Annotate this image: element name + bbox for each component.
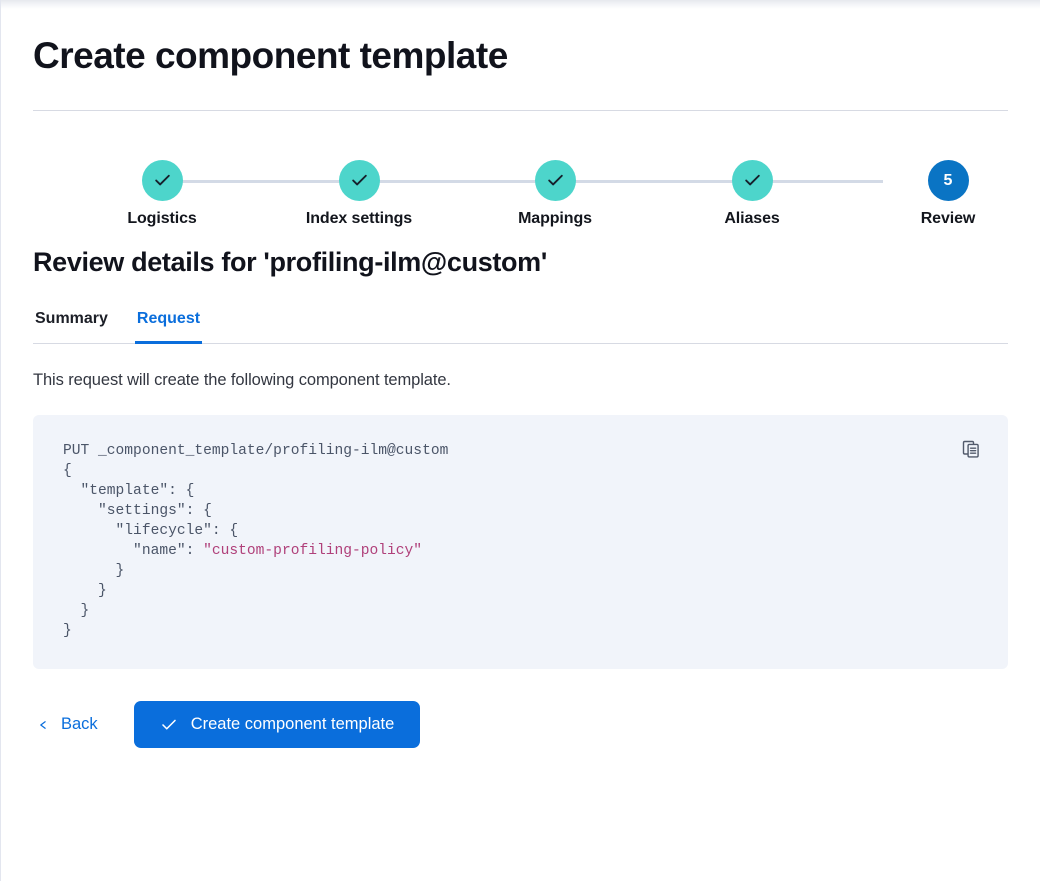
check-icon: [161, 719, 176, 730]
wizard-actions: Back Create component template: [33, 701, 1008, 749]
step-review[interactable]: 5 Review: [853, 160, 1040, 228]
check-icon: [744, 175, 760, 186]
step-indicator-index-settings: [338, 160, 380, 202]
step-indicator-logistics: [141, 160, 183, 202]
step-index-settings[interactable]: Index settings: [264, 160, 454, 228]
code-line: {: [63, 463, 72, 480]
code-line-key: "name":: [63, 543, 204, 560]
request-code-block: PUT _component_template/profiling-ilm@cu…: [63, 441, 978, 641]
step-mappings[interactable]: Mappings: [460, 160, 650, 228]
step-label-mappings: Mappings: [518, 210, 592, 228]
check-icon: [547, 175, 563, 186]
page-content: Create component template Logistics Inde…: [1, 9, 1040, 881]
step-indicator-aliases: [731, 160, 773, 202]
request-code-panel: PUT _component_template/profiling-ilm@cu…: [33, 415, 1008, 670]
review-heading: Review details for 'profiling-ilm@custom…: [33, 247, 547, 278]
window-top-shadow: [1, 0, 1040, 9]
code-line: PUT _component_template/profiling-ilm@cu…: [63, 443, 449, 460]
code-line: }: [63, 623, 72, 640]
request-description: This request will create the following c…: [33, 371, 451, 390]
tab-summary[interactable]: Summary: [33, 306, 110, 344]
review-tabs: Summary Request: [33, 306, 1008, 345]
stepper-track: [162, 180, 883, 184]
page-title: Create component template: [33, 35, 508, 76]
step-label-review: Review: [920, 210, 976, 228]
tab-request[interactable]: Request: [134, 306, 203, 345]
code-line-string-value: "custom-profiling-policy": [203, 543, 423, 560]
code-line: "template": {: [63, 483, 195, 500]
step-number-review: 5: [943, 171, 953, 189]
code-line: "settings": {: [63, 503, 212, 520]
code-line: "lifecycle": {: [63, 523, 239, 540]
create-component-template-button[interactable]: Create component template: [133, 701, 421, 749]
code-line: }: [63, 563, 125, 580]
create-component-template-label: Create component template: [190, 715, 395, 734]
copy-clipboard-button[interactable]: [958, 436, 984, 462]
code-line: }: [63, 603, 90, 620]
step-indicator-mappings: [534, 160, 576, 202]
step-label-logistics: Logistics: [127, 210, 197, 228]
back-button[interactable]: Back: [33, 709, 102, 740]
step-label-aliases: Aliases: [724, 210, 780, 228]
check-icon: [154, 175, 170, 186]
wizard-stepper: Logistics Index settings Mappings Aliase…: [33, 160, 1008, 242]
chevron-left-icon: [40, 721, 46, 729]
check-icon: [351, 175, 367, 186]
step-logistics[interactable]: Logistics: [67, 160, 257, 228]
step-aliases[interactable]: Aliases: [657, 160, 847, 228]
back-button-label: Back: [61, 715, 98, 734]
code-line: }: [63, 583, 107, 600]
step-indicator-review: 5: [927, 160, 969, 202]
title-divider: [33, 110, 1008, 112]
step-label-index-settings: Index settings: [305, 210, 413, 228]
copy-clipboard-icon: [962, 441, 979, 459]
